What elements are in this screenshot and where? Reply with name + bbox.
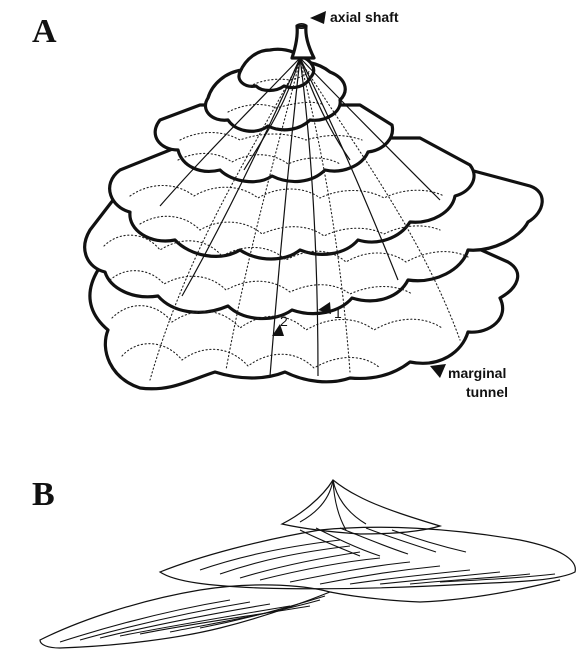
panel-a: A: [32, 9, 542, 400]
label-1: 1: [334, 305, 342, 321]
label-2: 2: [280, 313, 288, 329]
label-axial-shaft: axial shaft: [330, 9, 399, 25]
label-tunnel: tunnel: [466, 384, 508, 400]
cap: [282, 480, 440, 534]
panel-b-letter: B: [32, 476, 55, 513]
axial-shaft: [292, 26, 314, 58]
panel-b: B: [32, 476, 575, 648]
panel-b-lines: [60, 528, 555, 642]
label-marginal: marginal: [448, 365, 506, 381]
middle-whorl: [160, 527, 575, 589]
panel-a-letter: A: [32, 13, 57, 50]
arrow-marginal-tunnel: [430, 364, 446, 378]
arrow-axial-shaft: [310, 11, 326, 24]
